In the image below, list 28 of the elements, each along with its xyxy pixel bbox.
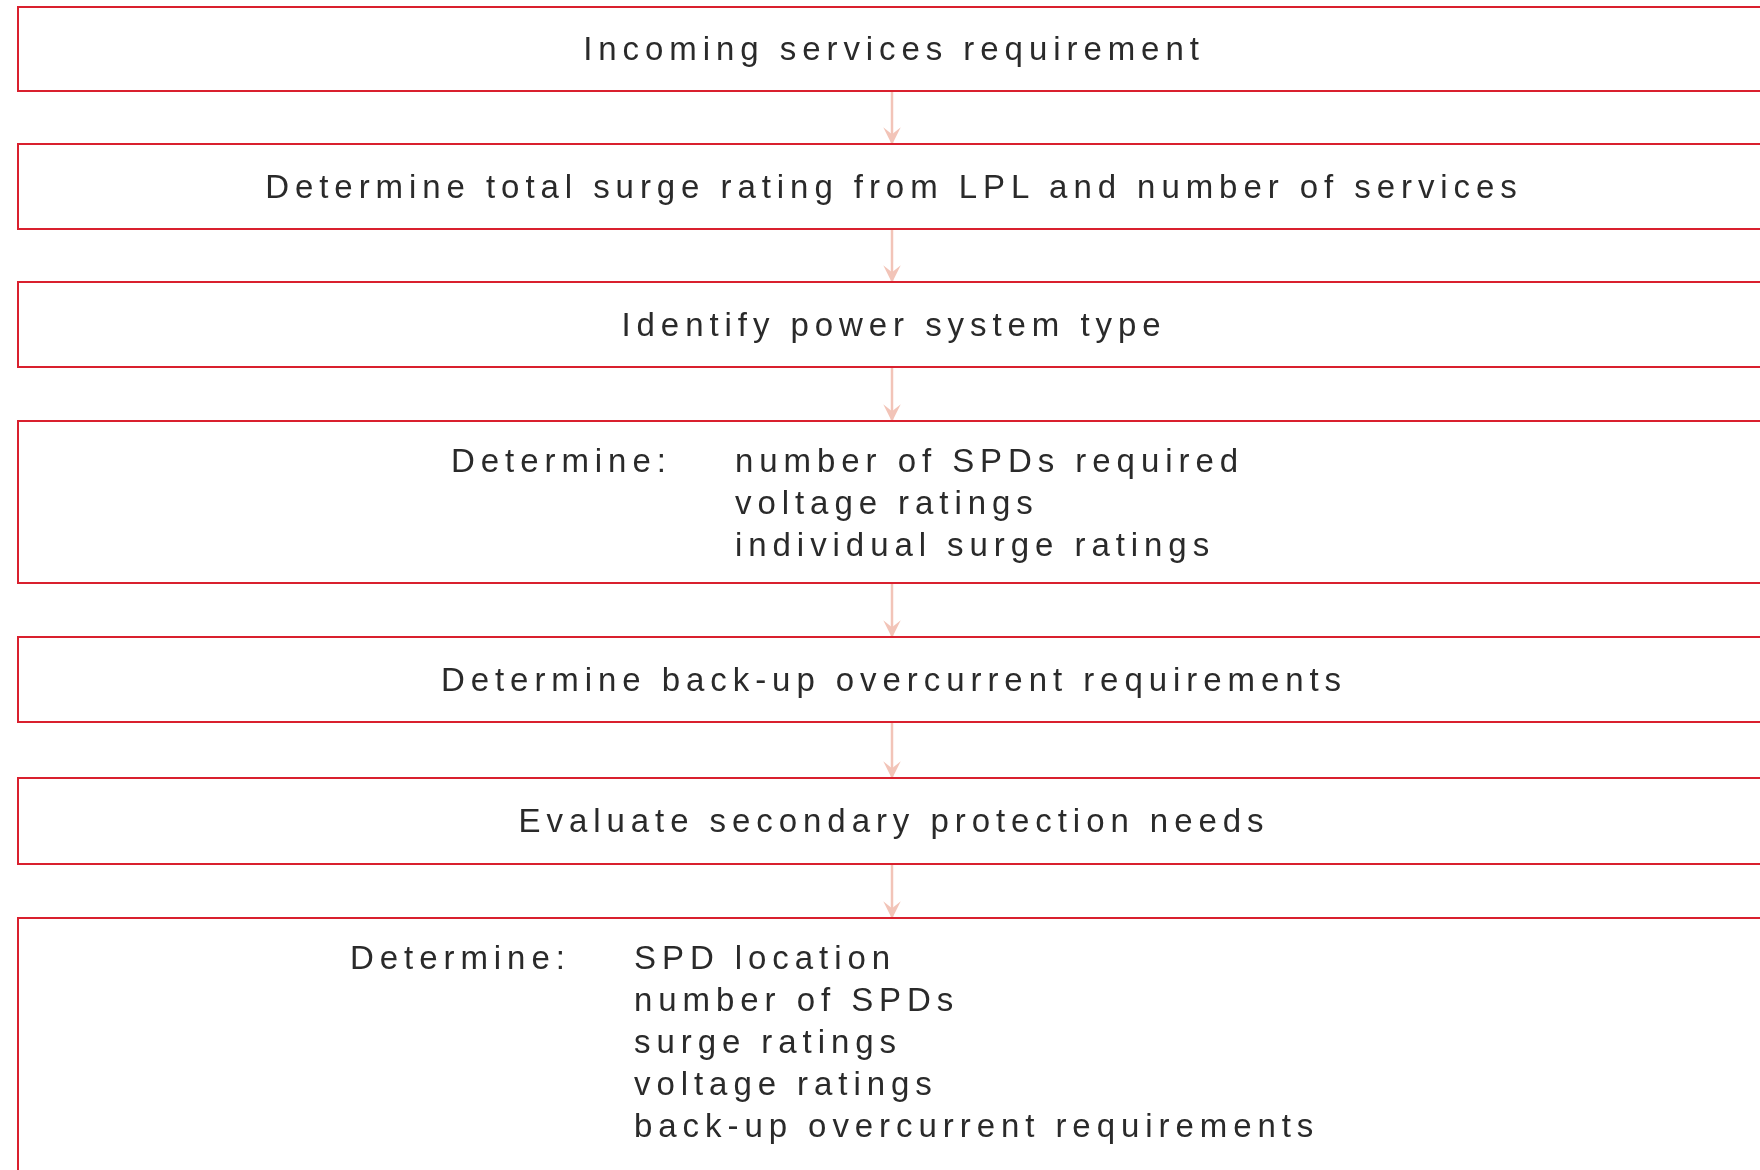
step-text: Determine: [350,938,571,978]
list-item: back-up overcurrent requirements [634,1106,1320,1146]
process-box [17,777,1760,865]
arrow [883,230,901,283]
process-box [17,420,1760,584]
list-item: number of SPDs required [735,441,1244,481]
arrow [883,584,901,638]
arrow [883,92,901,145]
process-box [17,6,1760,92]
list-item: individual surge ratings [735,525,1217,565]
list-item: surge ratings [634,1022,903,1062]
arrow [883,368,901,422]
process-box [17,636,1760,723]
arrow [883,865,901,919]
list-item: voltage ratings [634,1064,939,1104]
list-item: SPD location [634,938,898,978]
list-item: voltage ratings [735,483,1040,523]
process-box [17,143,1760,230]
step-text: Evaluate secondary protection needs [518,801,1270,842]
arrow [883,723,901,779]
step-text: Identify power system type [621,304,1167,345]
step-text: Determine back-up overcurrent requirements [440,659,1348,700]
step-text: Determine: [451,441,672,481]
process-box [17,281,1760,368]
step-text: Incoming services requirement [583,29,1205,70]
step-text: Determine total surge rating from LPL and number of services [265,166,1523,207]
list-item: number of SPDs [634,980,961,1020]
process-box [17,917,1760,1170]
